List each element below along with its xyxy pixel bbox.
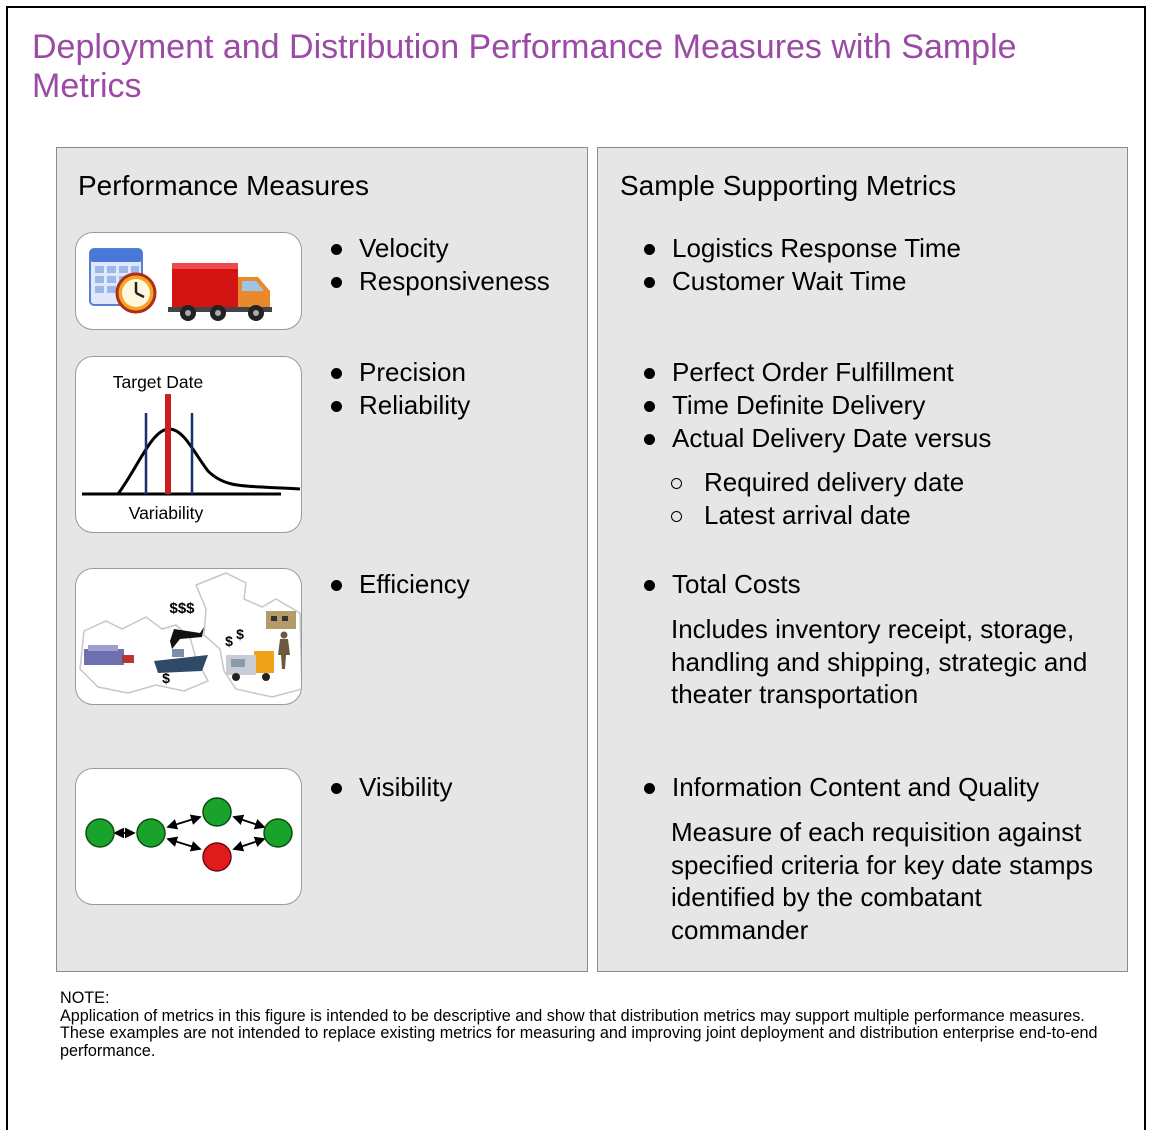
metric-item: Customer Wait Time: [644, 265, 961, 298]
metric-item: Time Definite Delivery: [644, 389, 991, 422]
measure-item: Visibility: [331, 771, 452, 804]
dollar-label: $$$: [169, 600, 195, 617]
metrics-list-1: Logistics Response Time Customer Wait Ti…: [644, 232, 961, 298]
transport-costs-map-icon: $$$ $ $ $: [75, 568, 302, 705]
performance-measures-panel: Performance Measures: [56, 147, 588, 972]
performance-measures-heading: Performance Measures: [78, 170, 370, 201]
measure-item: Precision: [331, 356, 470, 389]
measures-list-2: Precision Reliability: [331, 356, 470, 422]
page-title: Deployment and Distribution Performance …: [32, 28, 1017, 105]
metric-item: Perfect Order Fulfillment: [644, 356, 991, 389]
calendar-clock-truck-icon: [75, 232, 302, 330]
page-frame: [6, 6, 1146, 1130]
metric-item: Actual Delivery Date versus: [644, 422, 991, 455]
note-text: Application of metrics in this figure is…: [60, 1006, 1098, 1060]
metric-item: Logistics Response Time: [644, 232, 961, 265]
network-nodes-icon: [75, 768, 302, 905]
metric-item: Information Content and Quality: [644, 771, 1039, 804]
target-date-label: Target Date: [113, 372, 203, 392]
dollar-label: $: [162, 670, 170, 686]
measure-item: Reliability: [331, 389, 470, 422]
dollar-label: $: [225, 633, 233, 649]
measure-item: Responsiveness: [331, 265, 550, 298]
sub-metrics-list: Required delivery date Latest arrival da…: [671, 466, 964, 532]
measures-list-4: Visibility: [331, 771, 452, 804]
measures-list-3: Efficiency: [331, 568, 470, 601]
metrics-list-2: Perfect Order Fulfillment Time Definite …: [644, 356, 991, 455]
sample-metrics-panel: Sample Supporting Metrics Logistics Resp…: [597, 147, 1128, 972]
sub-metric-item: Latest arrival date: [671, 499, 964, 532]
metrics-list-3: Total Costs: [644, 568, 801, 601]
sub-metric-item: Required delivery date: [671, 466, 964, 499]
information-quality-description: Measure of each requisition against spec…: [671, 817, 1093, 945]
metric-item: Total Costs: [644, 568, 801, 601]
sample-metrics-heading: Sample Supporting Metrics: [620, 170, 957, 201]
note-label: NOTE:: [60, 989, 110, 1007]
measure-item: Velocity: [331, 232, 550, 265]
measures-list-1: Velocity Responsiveness: [331, 232, 550, 298]
total-costs-description: Includes inventory receipt, storage, han…: [671, 614, 1088, 709]
note-block: NOTE: Application of metrics in this fig…: [60, 989, 1120, 1060]
metrics-list-4: Information Content and Quality: [644, 771, 1039, 804]
dollar-label: $: [236, 626, 244, 642]
distribution-curve-icon: Target Date Variability: [75, 356, 302, 533]
measure-item: Efficiency: [331, 568, 470, 601]
variability-label: Variability: [129, 503, 204, 523]
